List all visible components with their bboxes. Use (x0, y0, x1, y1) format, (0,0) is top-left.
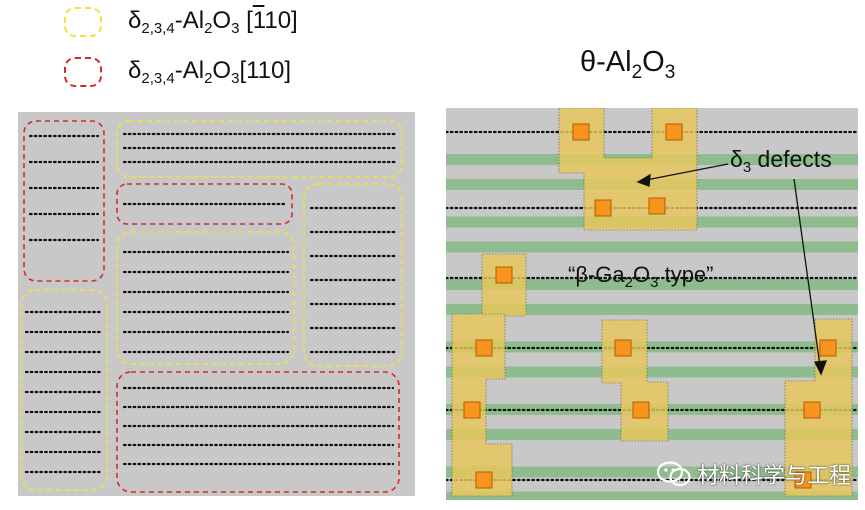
domain-yellow-1 (116, 120, 403, 178)
legend-label-red: δ2,3,4-Al2O3[110] (128, 57, 292, 87)
type-label: “β-Ga2O3 type” (568, 262, 714, 291)
defect-atom (665, 123, 683, 141)
defect-atom (463, 401, 481, 419)
panel-title: θ-Al2O3 (580, 46, 676, 83)
defect-atom (819, 339, 837, 357)
defect-atom (495, 266, 513, 284)
wechat-icon (656, 461, 691, 487)
arrow-to-right-defect (793, 178, 821, 367)
arrow-to-top-defect (645, 163, 729, 181)
defect-atom (794, 471, 812, 489)
left-panel-diagram (18, 112, 415, 496)
annotation-arrows (636, 163, 827, 376)
defect-regions (451, 108, 853, 497)
defect-atom (632, 401, 650, 419)
domain-yellow-3 (116, 231, 295, 365)
defect-atom (614, 339, 632, 357)
legend-swatch-red (64, 57, 102, 87)
defect-region-left (451, 313, 513, 497)
watermark: 材料科学与工程 (656, 458, 851, 490)
domain-yellow-4 (20, 289, 108, 491)
legend-item-red: δ2,3,4-Al2O3[110] (64, 52, 291, 92)
defect-label: δ3 defects (730, 146, 832, 176)
arrowhead-right (813, 360, 827, 376)
green-stripe (446, 279, 858, 290)
defect-atom (475, 471, 493, 489)
defect-atom (648, 197, 666, 215)
defect-atom (475, 339, 493, 357)
green-stripe (446, 366, 858, 378)
legend-swatch-yellow (64, 7, 102, 37)
domain-red-2 (116, 183, 293, 225)
domain-red-1 (23, 120, 105, 282)
green-stripe (446, 466, 858, 478)
green-stripe (446, 304, 858, 315)
arrowhead-top (636, 173, 651, 187)
green-stripe (446, 491, 858, 500)
domain-outlines (20, 120, 403, 493)
domain-yellow-2 (303, 183, 403, 367)
legend-item-yellow: δ2,3,4-Al2O3 [110] (64, 2, 298, 42)
defect-atoms (463, 123, 837, 489)
defect-region-mid-left (481, 253, 527, 317)
right-panel-diagram (446, 108, 858, 500)
defect-atom (594, 199, 612, 217)
defect-atom (803, 401, 821, 419)
watermark-text: 材料科学与工程 (696, 463, 851, 488)
left-dotted-rows (24, 132, 398, 474)
domain-red-3 (116, 371, 400, 493)
green-stripe (446, 241, 858, 253)
defect-atom (572, 123, 590, 141)
legend-label-yellow: δ2,3,4-Al2O3 [110] (128, 7, 298, 37)
